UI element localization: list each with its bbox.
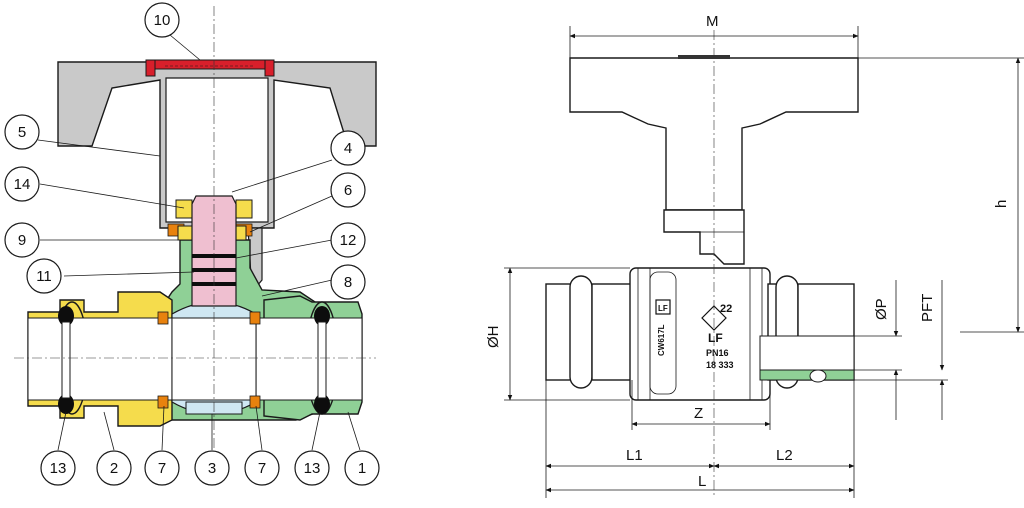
callout-label: 14 bbox=[14, 176, 31, 193]
brand-mark: LF bbox=[658, 304, 668, 313]
dim-Z: Z bbox=[694, 405, 703, 422]
callout-circle bbox=[4, 222, 40, 258]
callout-circle bbox=[330, 222, 366, 258]
dim-h: h bbox=[993, 200, 1010, 208]
pressure-mark: PN16 bbox=[706, 348, 729, 358]
callout-2: 2 bbox=[96, 450, 132, 486]
elevation-view: LF CW617L 22 LF PN16 18 333 bbox=[545, 30, 859, 495]
callout-label: 6 bbox=[344, 182, 352, 199]
stem-section bbox=[191, 195, 237, 307]
callout-3: 3 bbox=[194, 450, 230, 486]
callout-label: 2 bbox=[110, 460, 118, 477]
callout-7: 7 bbox=[144, 450, 180, 486]
callout-7: 7 bbox=[244, 450, 280, 486]
callout-11: 11 bbox=[26, 258, 62, 294]
callout-14: 14 bbox=[4, 166, 40, 202]
callout-5: 5 bbox=[4, 114, 40, 150]
callout-circle bbox=[40, 450, 76, 486]
callout-circle bbox=[330, 130, 366, 166]
callout-label: 5 bbox=[18, 124, 26, 141]
callout-circle bbox=[330, 172, 366, 208]
callout-label: 8 bbox=[344, 274, 352, 291]
callout-circle bbox=[294, 450, 330, 486]
callout-6: 6 bbox=[330, 172, 366, 208]
callout-circle bbox=[194, 450, 230, 486]
callout-label: 9 bbox=[18, 232, 26, 249]
callout-1: 1 bbox=[344, 450, 380, 486]
callout-circle bbox=[26, 258, 62, 294]
dim-L: L bbox=[698, 473, 706, 490]
dim-OH: ØH bbox=[485, 326, 502, 349]
callout-circle bbox=[144, 2, 180, 38]
callout-13: 13 bbox=[294, 450, 330, 486]
callout-circle bbox=[96, 450, 132, 486]
callout-label: 7 bbox=[158, 460, 166, 477]
callout-circle bbox=[144, 450, 180, 486]
lead-free-mark: LF bbox=[708, 331, 723, 345]
cap-part-10 bbox=[145, 59, 275, 77]
callout-4: 4 bbox=[330, 130, 366, 166]
dim-M: M bbox=[706, 13, 719, 30]
body-markings: LF CW617L 22 LF PN16 18 333 bbox=[655, 299, 734, 370]
callout-circle bbox=[4, 166, 40, 202]
callout-circle bbox=[344, 450, 380, 486]
callout-circle bbox=[330, 264, 366, 300]
callout-bubbles: 10 5 4 14 6 9 12 11 8 13 2 7 3 7 13 1 bbox=[4, 2, 380, 486]
callout-label: 10 bbox=[154, 12, 171, 29]
callout-label: 7 bbox=[258, 460, 266, 477]
callout-12: 12 bbox=[330, 222, 366, 258]
dim-OP: ØP bbox=[873, 298, 890, 320]
dimension-lines bbox=[504, 26, 1024, 498]
callout-label: 4 bbox=[344, 140, 352, 157]
callout-circle bbox=[4, 114, 40, 150]
size-mark: 22 bbox=[720, 303, 732, 315]
o-rings bbox=[58, 306, 330, 414]
callout-circle bbox=[244, 450, 280, 486]
dim-PFT: PFT bbox=[919, 294, 936, 322]
callout-label: 1 bbox=[358, 460, 366, 477]
dimension-labels: M h ØH ØP PFT Z L1 L2 L bbox=[485, 13, 1010, 490]
callout-label: 13 bbox=[50, 460, 67, 477]
callout-8: 8 bbox=[330, 264, 366, 300]
dim-L2: L2 bbox=[776, 447, 793, 464]
code-mark: 18 333 bbox=[706, 360, 734, 370]
callout-label: 13 bbox=[304, 460, 321, 477]
callout-label: 12 bbox=[340, 232, 357, 249]
callout-10: 10 bbox=[144, 2, 180, 38]
callout-label: 3 bbox=[208, 460, 216, 477]
callout-13: 13 bbox=[40, 450, 76, 486]
callout-9: 9 bbox=[4, 222, 40, 258]
callout-label: 11 bbox=[36, 268, 52, 285]
material-mark: CW617L bbox=[657, 324, 666, 356]
leader-lines bbox=[37, 29, 361, 451]
dim-L1: L1 bbox=[626, 447, 643, 464]
section-view bbox=[14, 6, 377, 470]
